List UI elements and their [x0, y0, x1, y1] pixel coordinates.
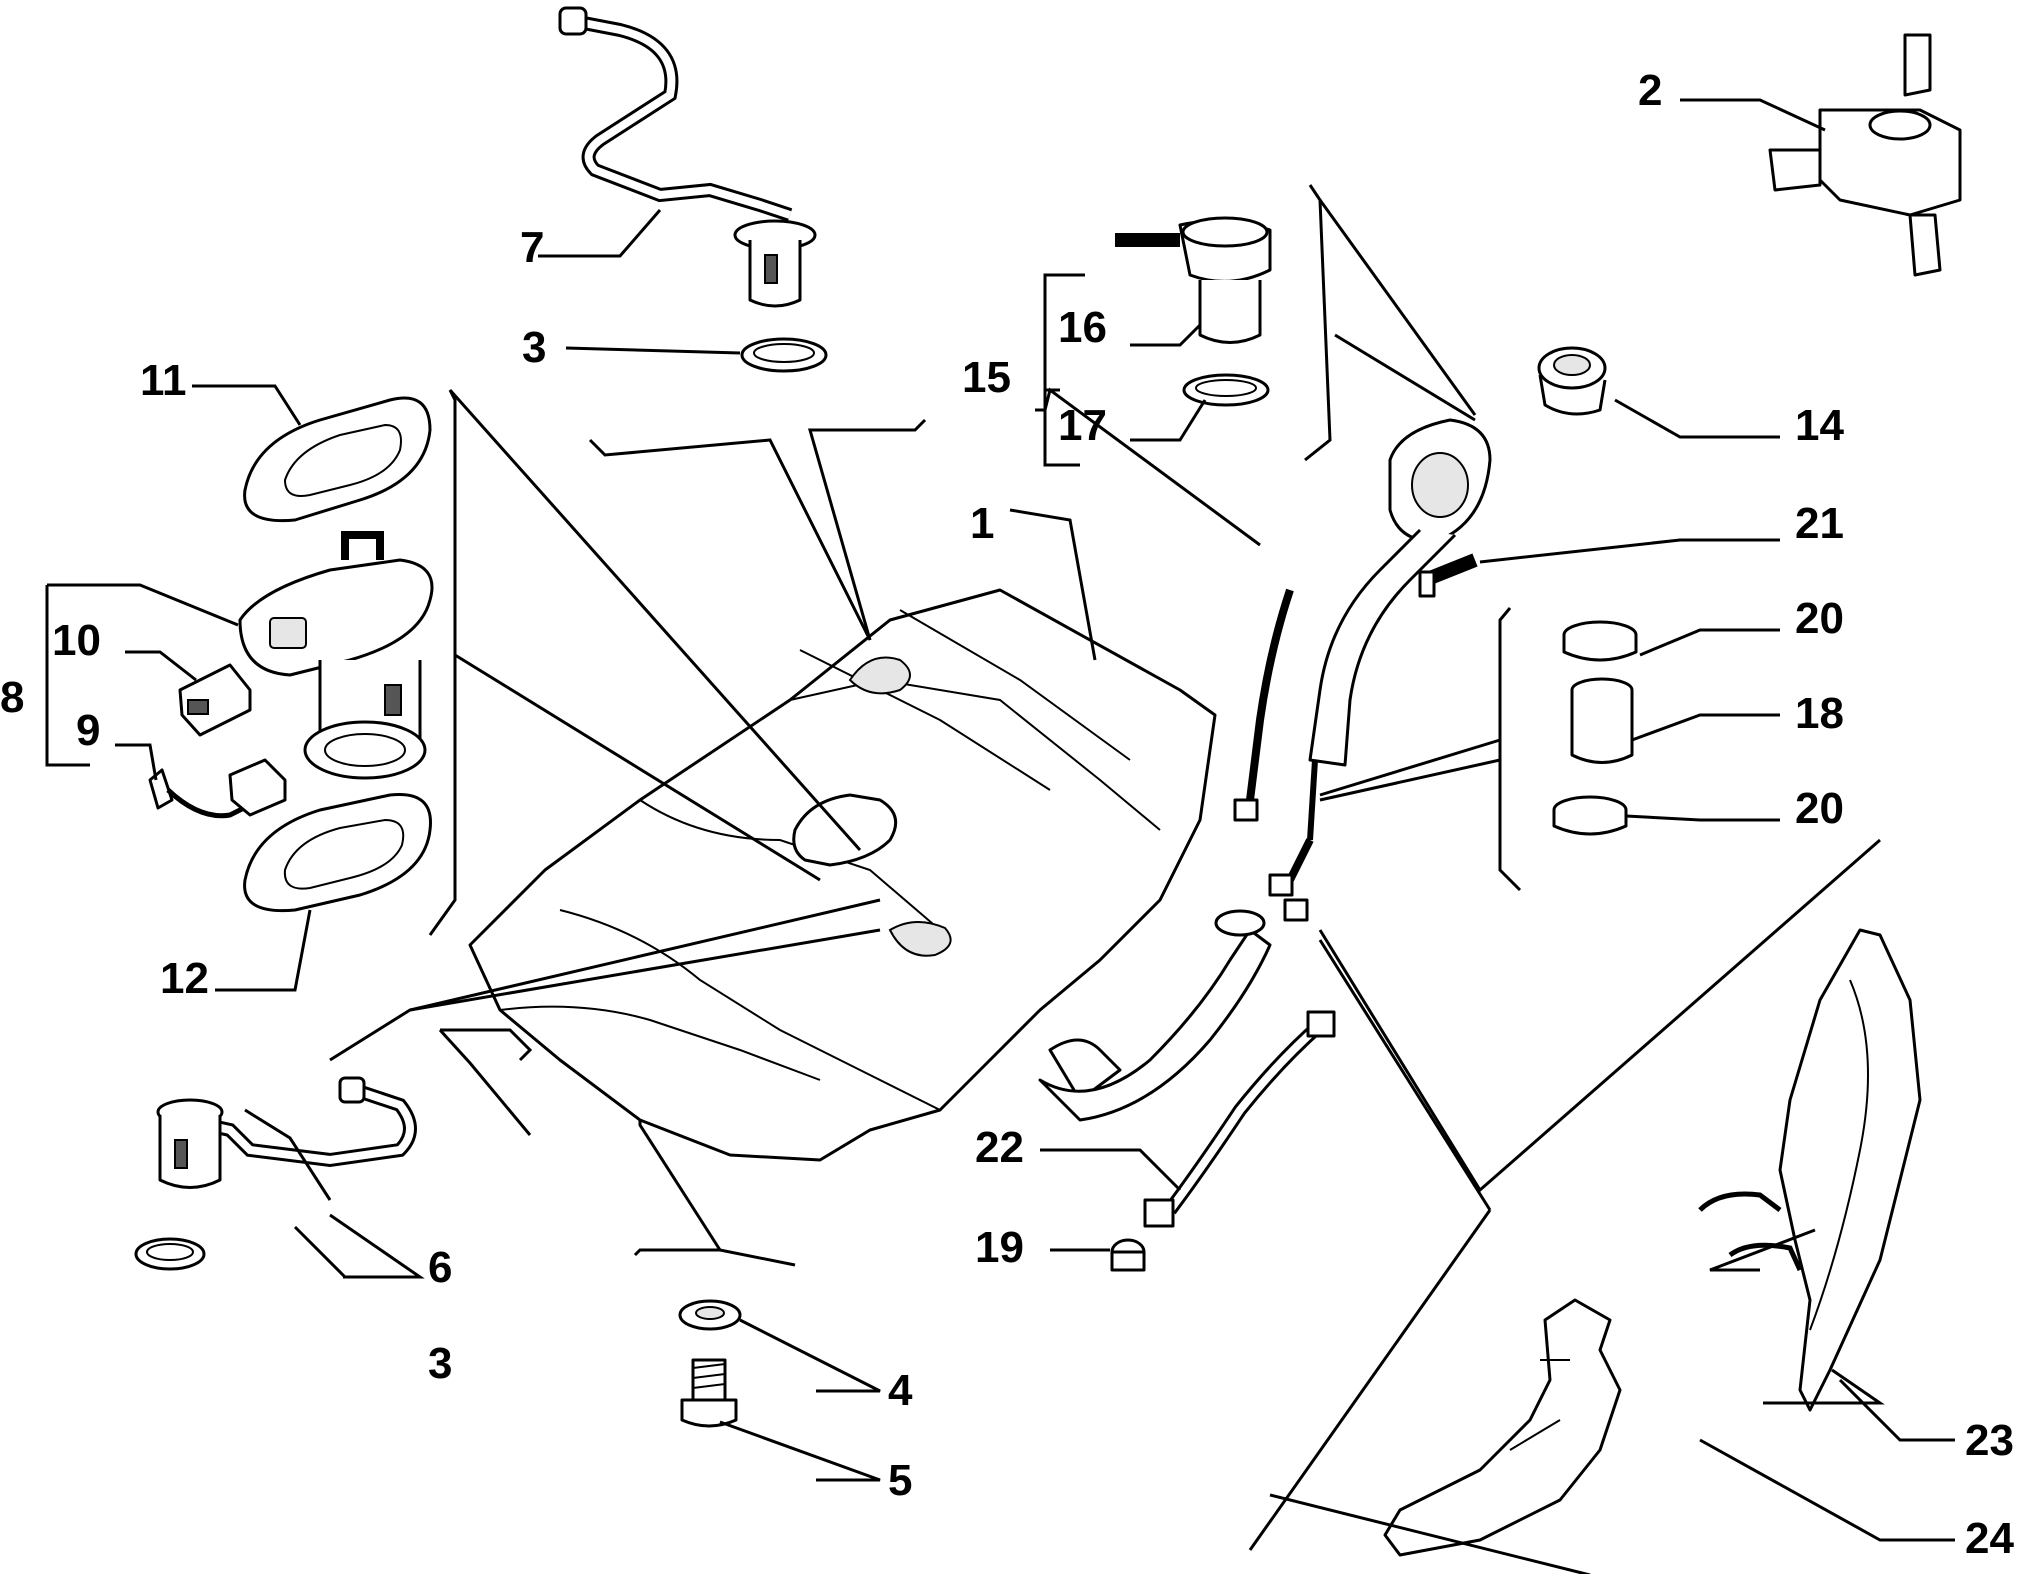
- label-18: 18: [1795, 689, 1844, 738]
- part-21-hose-adapter: [1418, 553, 1478, 598]
- part-4-washer: [678, 1299, 742, 1331]
- part-23-heat-shield: [1698, 928, 1922, 1412]
- part-20-clamp-top: [1562, 620, 1638, 662]
- label-23: 23: [1965, 1416, 2014, 1465]
- part-16-vent-valve: [1115, 216, 1272, 344]
- part-12-gasket: [243, 792, 432, 913]
- label-21: 21: [1795, 499, 1844, 548]
- part-24-protector: [1383, 1298, 1622, 1557]
- part-1-fuel-tank: [468, 588, 1272, 1162]
- label-3-top: 3: [522, 323, 546, 372]
- label-10: 10: [52, 616, 101, 665]
- label-20-top: 20: [1795, 594, 1844, 643]
- label-15: 15: [962, 353, 1011, 402]
- part-8-fuel-pump-module: [238, 531, 434, 780]
- part-20-clamp-bottom: [1552, 795, 1628, 836]
- part-15-filler-neck: [1233, 418, 1492, 922]
- label-7: 7: [520, 223, 544, 272]
- part-7-fuel-pipe-filter: [558, 6, 817, 308]
- label-4: 4: [888, 1366, 913, 1415]
- label-20-bottom: 20: [1795, 784, 1844, 833]
- label-1: 1: [970, 499, 994, 548]
- part-17-seal: [1182, 373, 1270, 407]
- label-24: 24: [1965, 1514, 2014, 1563]
- label-14: 14: [1795, 401, 1844, 450]
- part-18-hose-sleeve: [1570, 677, 1634, 764]
- label-9: 9: [76, 706, 100, 755]
- part-11-gasket: [243, 396, 432, 523]
- label-8: 8: [0, 673, 24, 722]
- label-16: 16: [1058, 303, 1107, 352]
- part-22-hose: [1143, 1010, 1336, 1228]
- label-12: 12: [160, 954, 209, 1003]
- part-19-fitting: [1110, 1238, 1146, 1272]
- label-5: 5: [888, 1456, 912, 1505]
- part-3-seal-ring-top: [740, 337, 828, 373]
- part-2-bracket-valve: [1768, 33, 1962, 277]
- part-3-seal-ring-bottom: [134, 1237, 206, 1271]
- part-9-wiring-harness: [148, 758, 287, 819]
- leader-lines: [45, 98, 1955, 1574]
- part-10-sensor: [178, 663, 252, 737]
- part-14-fuel-cap: [1537, 346, 1607, 416]
- part-6-fuel-pipe-filter: [156, 1076, 417, 1189]
- label-11: 11: [140, 356, 187, 405]
- label-3-bottom: 3: [428, 1339, 452, 1388]
- label-17: 17: [1058, 401, 1107, 450]
- label-19: 19: [975, 1223, 1024, 1272]
- callout-labels: 1 2 3 3 4 5 6 7 8 9 10 11 12 14 15 16 17…: [0, 66, 2014, 1563]
- label-2: 2: [1638, 66, 1662, 115]
- label-22: 22: [975, 1123, 1024, 1172]
- part-5-bolt: [680, 1358, 738, 1428]
- label-6: 6: [428, 1243, 452, 1292]
